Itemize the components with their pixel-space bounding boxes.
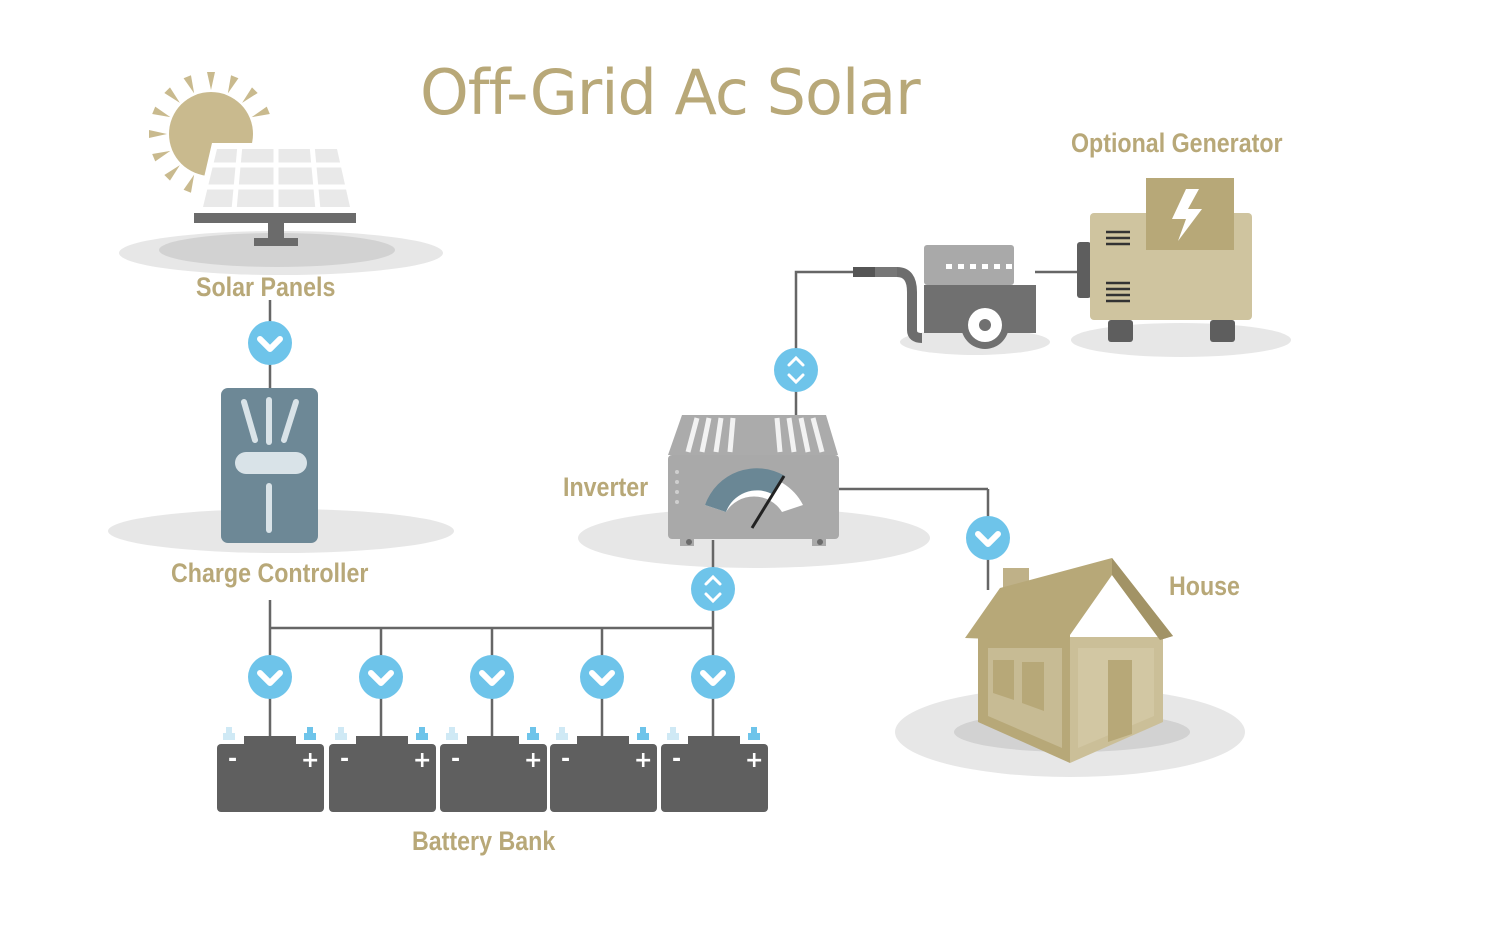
chevron-down-icon	[248, 321, 292, 365]
bidirectional-arrow-icon	[691, 567, 735, 611]
battery-bank: -+-+-+-+-+	[217, 727, 768, 812]
battery-icon: -+	[440, 727, 547, 812]
chevron-down-icon	[248, 655, 292, 699]
chevron-down-icon	[470, 655, 514, 699]
label-house: House	[1169, 571, 1240, 601]
flow-indicators	[248, 321, 1010, 699]
label-charge-controller: Charge Controller	[171, 558, 369, 588]
battery-icon: -+	[550, 727, 657, 812]
battery-positive-terminal: +	[301, 748, 319, 773]
battery-icon: -+	[217, 727, 324, 812]
inverter-icon	[668, 415, 839, 546]
chevron-down-icon	[966, 516, 1010, 560]
charge-controller-icon	[221, 388, 318, 543]
battery-negative-terminal: -	[451, 747, 460, 772]
battery-negative-terminal: -	[228, 747, 237, 772]
label-inverter: Inverter	[563, 472, 649, 502]
solar-panel-icon	[194, 143, 356, 246]
label-optional-generator: Optional Generator	[1071, 128, 1283, 158]
battery-negative-terminal: -	[340, 747, 349, 772]
bidirectional-arrow-icon	[774, 348, 818, 392]
battery-icon: -+	[329, 727, 436, 812]
label-battery-bank: Battery Bank	[412, 826, 556, 856]
chevron-down-icon	[580, 655, 624, 699]
chevron-down-icon	[691, 655, 735, 699]
battery-positive-terminal: +	[745, 748, 763, 773]
battery-negative-terminal: -	[561, 747, 570, 772]
house-icon	[965, 558, 1173, 763]
battery-negative-terminal: -	[672, 747, 681, 772]
diagram-title: Off-Grid Ac Solar	[420, 56, 921, 129]
battery-positive-terminal: +	[634, 748, 652, 773]
generator-icon	[853, 178, 1252, 349]
label-solar-panels: Solar Panels	[196, 272, 336, 302]
solar-panel-shadow	[159, 233, 395, 267]
chevron-down-icon	[359, 655, 403, 699]
battery-positive-terminal: +	[524, 748, 542, 773]
battery-icon: -+	[661, 727, 768, 812]
battery-positive-terminal: +	[413, 748, 431, 773]
